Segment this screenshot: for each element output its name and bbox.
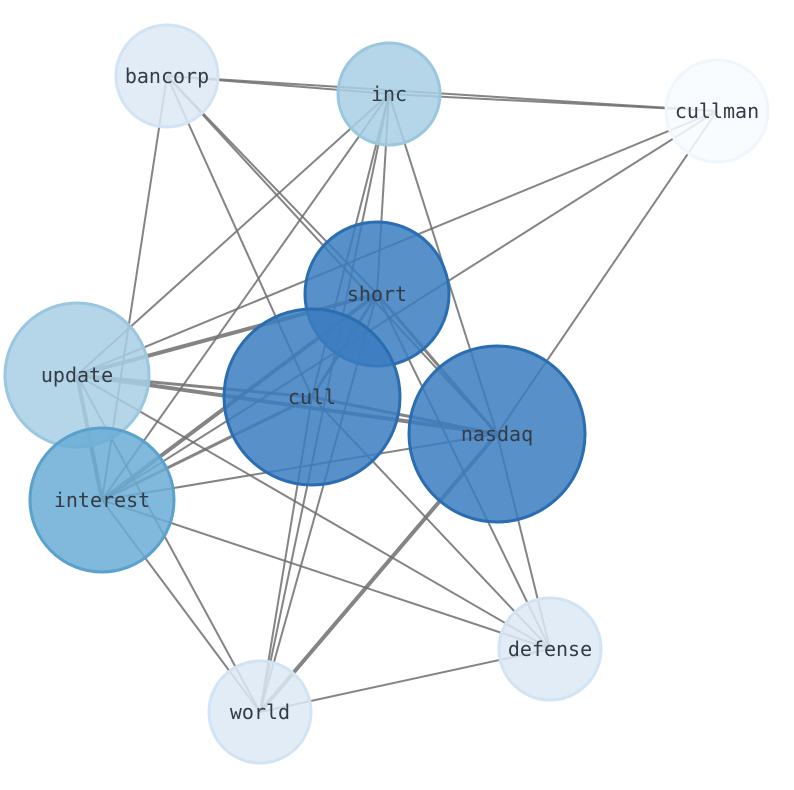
node-circle-world <box>207 659 313 765</box>
node-bancorp: bancorp <box>114 23 220 129</box>
node-cullman: cullman <box>664 58 770 164</box>
node-label-interest: interest <box>54 488 150 512</box>
node-defense: defense <box>497 596 603 702</box>
edge-inc-cullman <box>388 93 718 112</box>
node-circle-bancorp <box>114 23 220 129</box>
node-update: update <box>3 301 151 449</box>
node-interest: interest <box>28 426 176 574</box>
node-label-inc: inc <box>371 82 407 106</box>
node-circle-cull <box>222 307 402 487</box>
edge-update-defense <box>76 374 551 650</box>
node-label-world: world <box>230 700 290 724</box>
node-circle-defense <box>497 596 603 702</box>
edge-interest-defense <box>101 499 551 650</box>
edge-bancorp-cullman <box>166 75 718 112</box>
node-label-bancorp: bancorp <box>125 64 209 88</box>
node-label-update: update <box>41 363 113 387</box>
node-label-cull: cull <box>288 385 336 409</box>
node-label-short: short <box>347 282 407 306</box>
nodes-layer: bancorp inc cullman short update cull nasdaq in… <box>3 23 770 765</box>
node-label-defense: defense <box>508 637 592 661</box>
node-label-cullman: cullman <box>675 99 759 123</box>
node-circle-cullman <box>664 58 770 164</box>
node-world: world <box>207 659 313 765</box>
node-circle-nasdaq <box>407 344 587 524</box>
node-label-nasdaq: nasdaq <box>461 422 533 446</box>
node-circle-inc <box>336 41 442 147</box>
edge-inc-interest <box>101 93 390 501</box>
node-inc: inc <box>336 41 442 147</box>
node-circle-interest <box>28 426 176 574</box>
node-cull: cull <box>222 307 402 487</box>
node-nasdaq: nasdaq <box>407 344 587 524</box>
